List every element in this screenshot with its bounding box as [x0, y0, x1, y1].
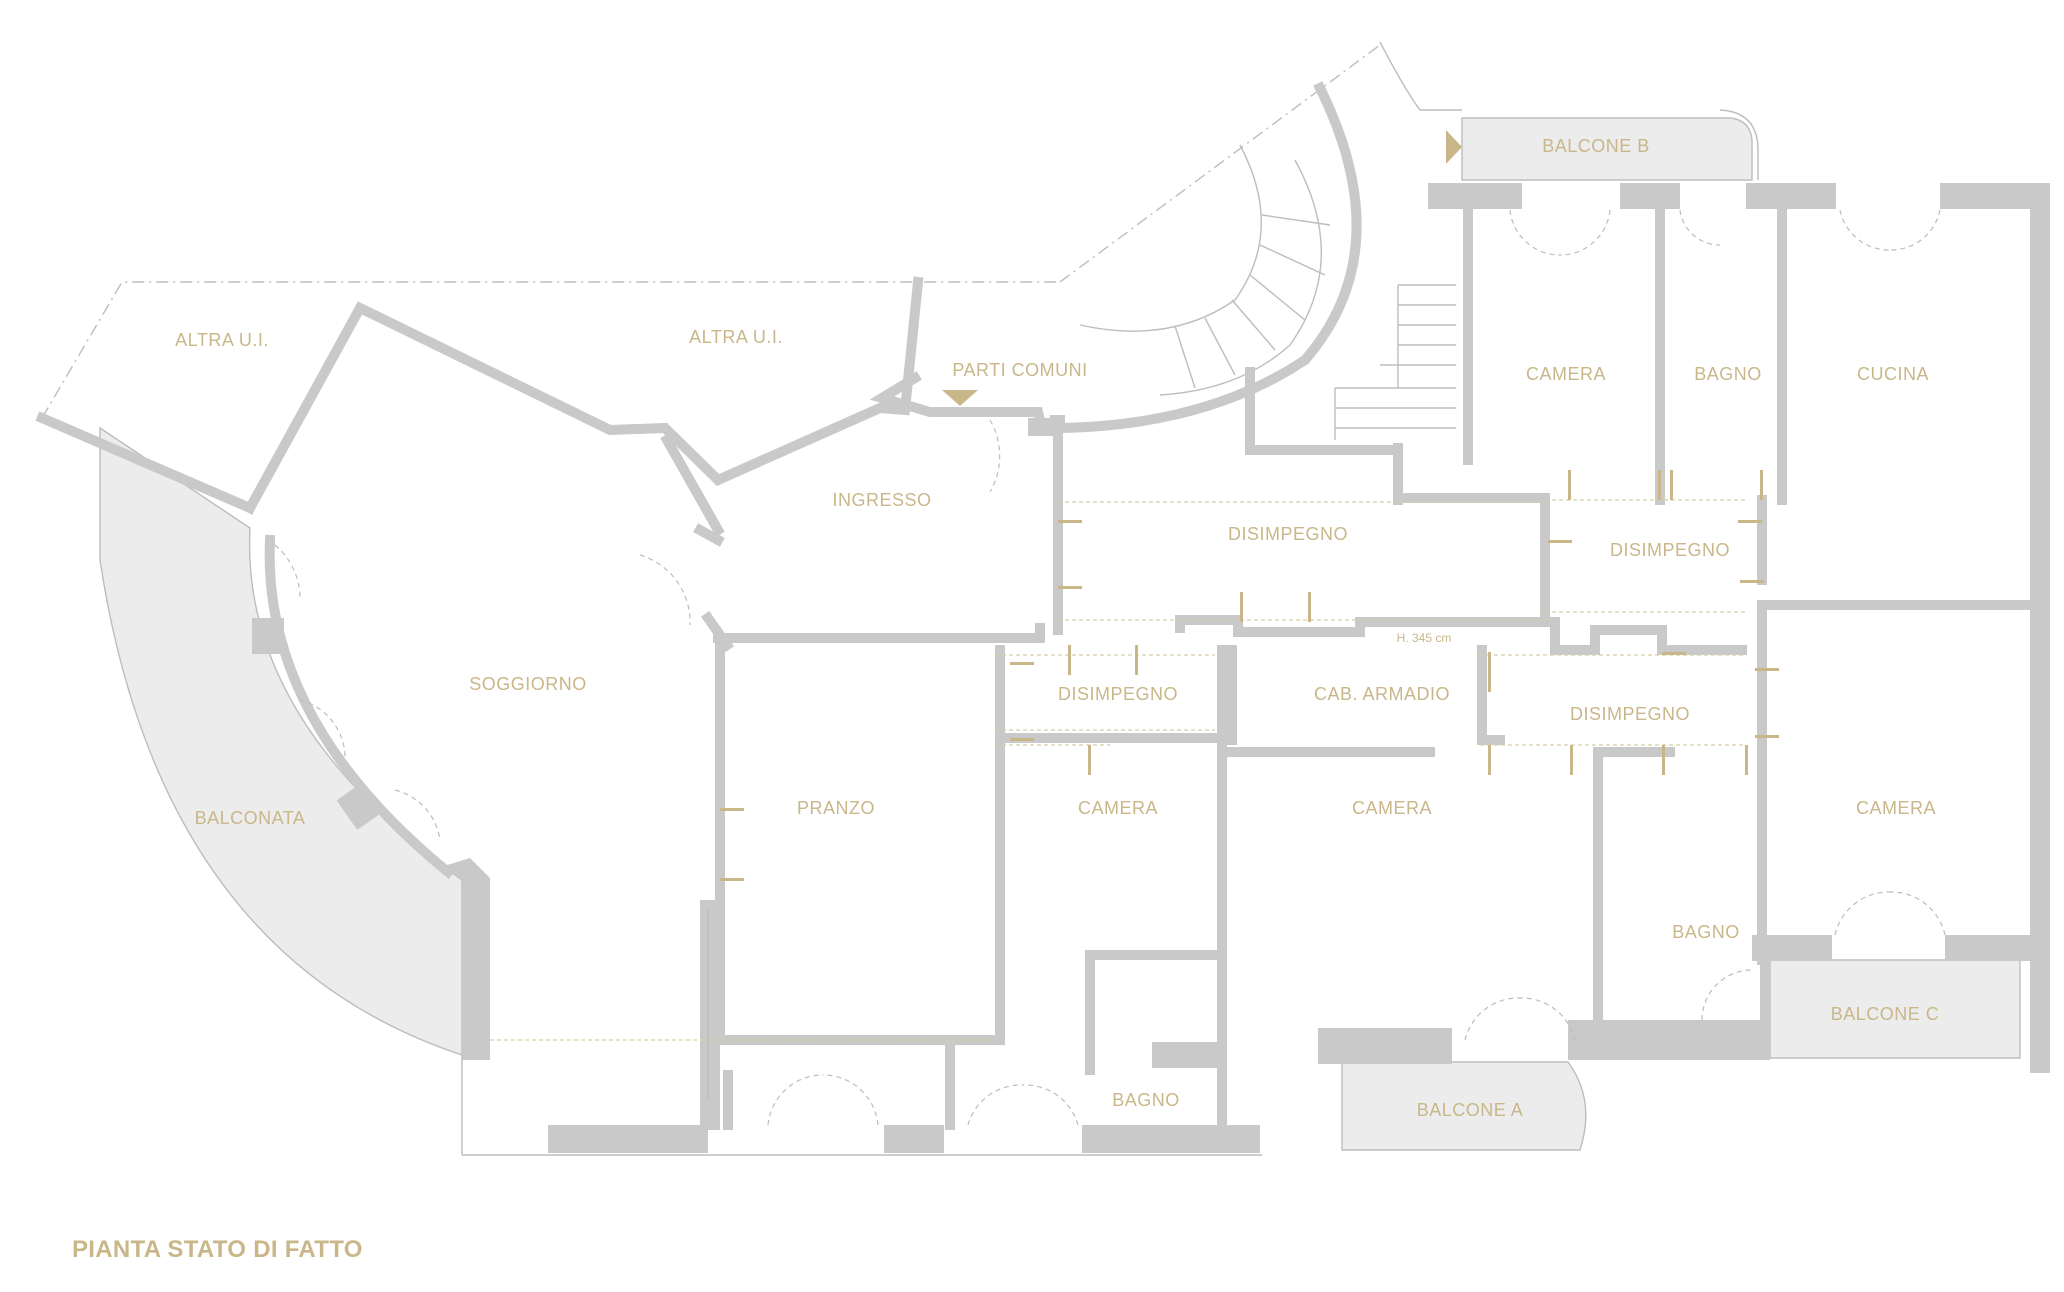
room-label: ALTRA U.I. [175, 330, 269, 350]
room-label: CAMERA [1856, 798, 1936, 818]
room-label: CAMERA [1526, 364, 1606, 384]
balcone-a-area [1341, 1061, 1587, 1151]
room-label: INGRESSO [832, 490, 931, 510]
room-label: CAMERA [1078, 798, 1158, 818]
room-label: BAGNO [1112, 1090, 1180, 1110]
walls [35, 81, 2050, 1156]
room-label: CAMERA [1352, 798, 1432, 818]
room-label: BALCONE A [1417, 1100, 1524, 1120]
balcony-areas [99, 117, 2021, 1151]
room-label: BAGNO [1672, 922, 1740, 942]
room-label: DISIMPEGNO [1570, 704, 1690, 724]
room-labels: ALTRA U.I. ALTRA U.I. PARTI COMUNI INGRE… [175, 136, 1939, 1120]
room-label: BALCONE B [1542, 136, 1650, 156]
neighbour-outlines [41, 41, 1759, 419]
balcone-b-area [1461, 117, 1753, 181]
sliding-doors [720, 470, 1779, 881]
plan-title: PIANTA STATO DI FATTO [72, 1236, 363, 1263]
room-label: CAB. ARMADIO [1314, 684, 1450, 704]
room-label: DISIMPEGNO [1228, 524, 1348, 544]
entrance-marker-icon [942, 390, 978, 406]
room-label: PARTI COMUNI [952, 360, 1087, 380]
room-label: DISIMPEGNO [1058, 684, 1178, 704]
staircase [1079, 144, 1456, 440]
height-note: H. 345 cm [1397, 631, 1452, 645]
room-label: BALCONATA [195, 808, 306, 828]
room-label: CUCINA [1857, 364, 1929, 384]
door-guides [274, 209, 1946, 1126]
room-label: SOGGIORNO [469, 674, 587, 694]
room-label: ALTRA U.I. [689, 327, 783, 347]
room-label: BAGNO [1694, 364, 1762, 384]
entrance-marker-icon [1446, 130, 1462, 164]
room-label: BALCONE C [1831, 1004, 1940, 1024]
balconata-area [99, 426, 463, 1056]
room-label: DISIMPEGNO [1610, 540, 1730, 560]
room-label: PRANZO [797, 798, 875, 818]
